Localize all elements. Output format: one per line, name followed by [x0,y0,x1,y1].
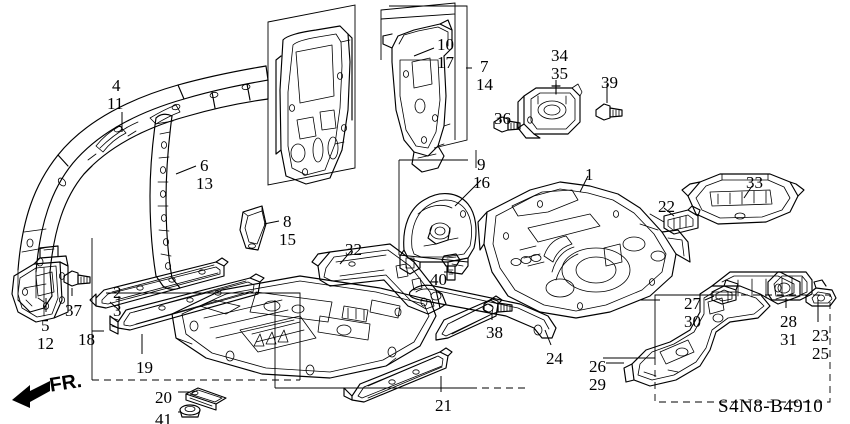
part-34-35-jack-bracket [517,83,583,139]
part-6-13-center-pillar [149,113,181,290]
group-box-1 [475,150,660,301]
callout-22: 22 [658,197,675,216]
callout-28: 28 [780,312,797,331]
callout-25: 25 [812,344,829,363]
callout-20: 20 [155,388,172,407]
callout-41: 41 [155,410,172,424]
callout-1: 1 [585,165,594,184]
callout-18: 18 [78,330,95,349]
callout-35: 35 [551,64,568,83]
callout-5: 5 [41,316,50,335]
part-5-12-pillar-lower [11,245,69,323]
part-28-31-bracket [767,271,813,301]
part-23-25-clip [805,279,837,307]
callout-31: 31 [780,330,797,349]
part-10-17-7-14-pillar-brace [382,19,453,173]
group-box-26-29 [603,294,831,403]
group-box-18 [91,238,301,381]
group-box-inner-panel [380,2,456,140]
callout-7: 7 [480,57,489,76]
part-20-support-plate [185,387,227,411]
callout-30: 30 [684,312,701,331]
part-37-bolt [63,270,91,287]
callout-29: 29 [589,375,606,394]
callout-26: 26 [589,357,606,376]
callout-2: 2 [113,283,122,302]
group-box-rear-quarter [267,4,356,186]
part-number: S4N8-B4910 [718,396,824,417]
part-1-rear-floor-panel [477,181,691,319]
part-main-floor-panel [171,275,437,379]
callout-38: 38 [486,323,503,342]
part-41-grommet [179,404,201,418]
callout-37: 37 [65,301,82,320]
callout-4: 4 [112,76,121,95]
part-39-bolt [595,103,623,121]
group-box-9-16 [398,159,469,263]
callout-8: 8 [283,212,292,231]
part-33-crossmember [681,173,805,225]
callout-34: 34 [551,46,568,65]
callout-27: 27 [684,294,701,313]
part-26-29-front-side-frame [623,271,801,387]
group-box-7-14 [389,5,468,149]
leader-lines [45,47,819,413]
callout-24: 24 [546,349,563,368]
callout-23: 23 [812,326,829,345]
part-36-bolt [493,116,521,133]
part-rear-quarter-inner-panel [275,25,353,185]
callout-14: 14 [476,75,493,94]
callout-36: 36 [494,109,511,128]
callout-10: 10 [437,35,454,54]
part-21-side-sill [343,295,503,403]
callout-32: 32 [345,240,362,259]
part-4-11-roof-side-rail [17,65,269,313]
callout-40: 40 [430,270,447,289]
callout-15: 15 [279,230,296,249]
part-9-16-wheelhouse [399,193,477,275]
callout-19: 19 [136,358,153,377]
part-27-30-bracket [711,279,739,305]
callout-11: 11 [107,94,124,113]
callout-21: 21 [435,396,452,415]
part-40-bolt [441,253,461,281]
callout-13: 13 [196,174,213,193]
part-8-15-closing-panel [239,205,267,251]
callout-39: 39 [601,73,618,92]
part-22-bracket [663,205,701,235]
fr-direction-arrow [12,378,52,408]
callout-17: 17 [437,53,454,72]
callout-9: 9 [477,155,486,174]
callout-33: 33 [746,173,763,192]
callout-3: 3 [113,301,122,320]
callout-12: 12 [37,334,54,353]
part-2-3-sill-reinforcement [89,257,229,309]
callout-6: 6 [200,156,209,175]
callout-16: 16 [473,173,490,192]
